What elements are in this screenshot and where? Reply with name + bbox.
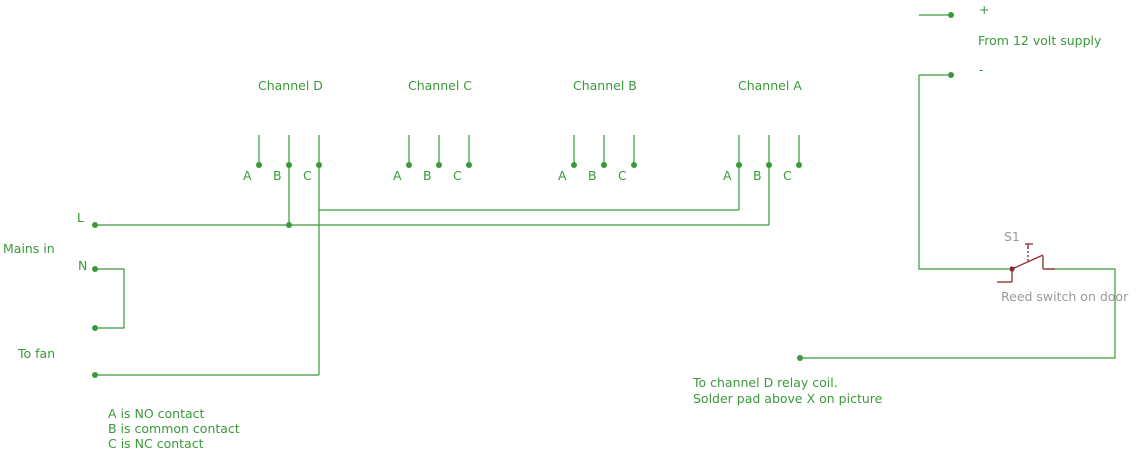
coil-note-line-1: To channel D relay coil. <box>692 375 838 390</box>
channel-b-pin-a: A <box>558 168 567 183</box>
legend-line-3: C is NC contact <box>108 436 204 451</box>
legend-line-2: B is common contact <box>108 421 240 436</box>
reed-switch-symbol <box>997 243 1055 283</box>
legend-line-1: A is NO contact <box>108 406 205 421</box>
channel-d-pin-b: B <box>273 168 282 183</box>
channel-a-pin-a: A <box>723 168 732 183</box>
switch-label: Reed switch on door <box>1001 289 1129 304</box>
switch-designator: S1 <box>1004 229 1020 244</box>
channel-b-pins: A B C <box>558 135 637 183</box>
channel-d-pin-a: A <box>243 168 252 183</box>
supply-terminals <box>919 12 954 78</box>
supply-minus-label: - <box>979 62 984 77</box>
channel-b-label: Channel B <box>573 78 637 93</box>
channel-c-pins: A B C <box>393 135 472 183</box>
channel-c-pin-b: B <box>423 168 432 183</box>
channel-c-pin-a: A <box>393 168 402 183</box>
channel-d-pins: A B C <box>243 135 322 375</box>
channel-c-label: Channel C <box>408 78 472 93</box>
supply-label: From 12 volt supply <box>978 33 1102 48</box>
coil-note-line-2: Solder pad above X on picture <box>693 391 883 406</box>
channel-d-label: Channel D <box>258 78 323 93</box>
channel-a-pin-c: C <box>783 168 792 183</box>
mains-in-label: Mains in <box>3 241 55 256</box>
to-fan-label: To fan <box>17 346 55 361</box>
supply-plus-label: + <box>979 2 989 17</box>
switch-wires <box>797 75 1116 361</box>
channel-b-pin-c: C <box>618 168 627 183</box>
live-label: L <box>77 210 84 225</box>
channel-a-pin-b: B <box>753 168 762 183</box>
neutral-label: N <box>78 258 87 273</box>
channel-a-pins: A B C <box>723 135 802 225</box>
channel-a-label: Channel A <box>738 78 802 93</box>
channel-c-pin-c: C <box>453 168 462 183</box>
channel-b-pin-b: B <box>588 168 597 183</box>
interconnect-wires <box>92 209 769 378</box>
channel-d-pin-c: C <box>303 168 312 183</box>
